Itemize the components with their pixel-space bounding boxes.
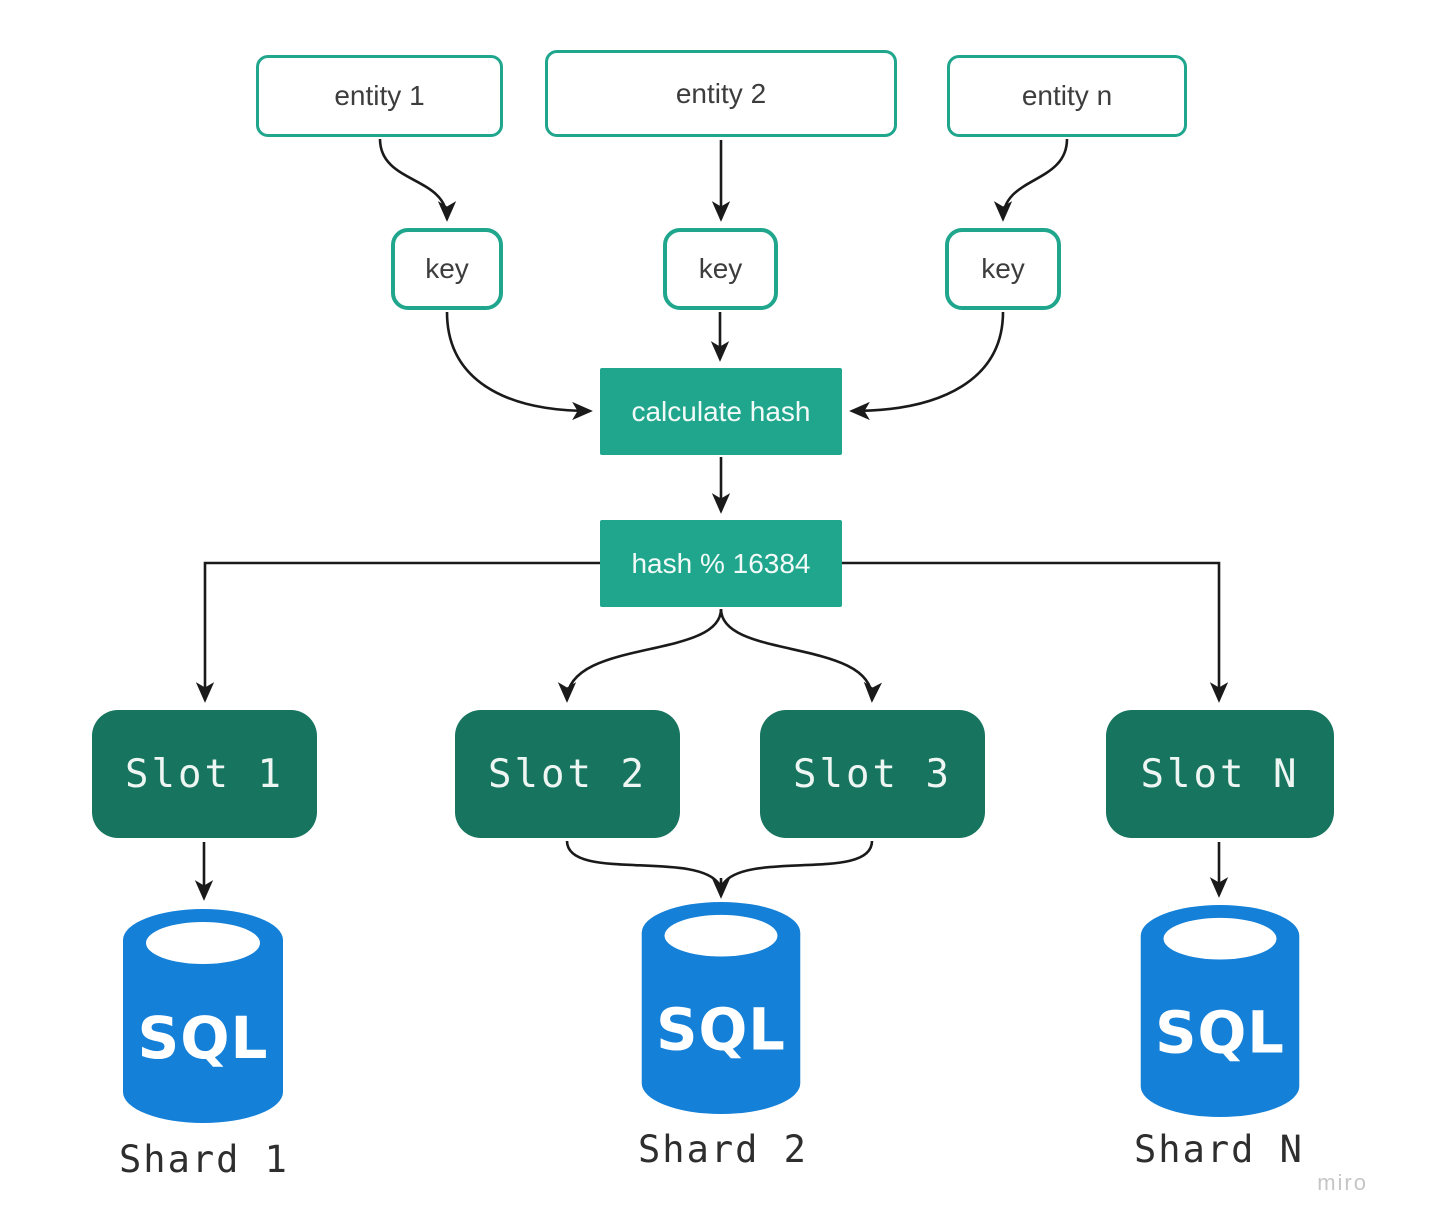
miro-watermark: miro — [1317, 1170, 1368, 1195]
key-2-node: key — [663, 228, 778, 310]
entity-2-label: entity 2 — [675, 77, 767, 109]
key-3-label: key — [981, 253, 1025, 284]
cylinder-opening — [664, 914, 778, 957]
key-1-node: key — [391, 228, 503, 310]
arrow-key1-to-calculate-hash — [445, 311, 593, 421]
entity-1-label: entity 1 — [334, 80, 425, 111]
slot-1-label: Slot 1 — [125, 751, 284, 797]
slot-3-label: Slot 3 — [793, 751, 952, 797]
arrow-modulo-to-slot1 — [195, 561, 600, 703]
cylinder-opening — [1163, 917, 1277, 960]
cylinder-body — [123, 909, 283, 1123]
sql-logo-text: SQL — [137, 1004, 268, 1072]
key-3-node: key — [945, 228, 1061, 310]
entity-n-node: entity n — [947, 55, 1187, 137]
curve-slot3-merge — [721, 840, 874, 885]
shard-n-caption: Shard N — [1134, 1128, 1304, 1171]
shard-2-caption: Shard 2 — [638, 1128, 808, 1171]
arrow-modulo-to-slotN — [842, 561, 1229, 703]
calculate-hash-node: calculate hash — [600, 368, 842, 455]
slot-1-node: Slot 1 — [92, 710, 317, 838]
slot-n-node: Slot N — [1106, 710, 1334, 838]
arrow-entityn-to-key3 — [993, 138, 1069, 222]
arrow-entity1-to-key1 — [378, 138, 457, 222]
cylinder-body — [641, 901, 801, 1115]
slot-2-node: Slot 2 — [455, 710, 680, 838]
key-1-label: key — [425, 253, 469, 284]
hash-modulo-node: hash % 16384 — [600, 520, 842, 607]
sql-database-icon-shard1: SQL — [123, 909, 283, 1123]
sql-database-icon-shardN: SQL — [1140, 904, 1300, 1118]
slot-n-label: Slot N — [1140, 751, 1300, 797]
entity-1-node: entity 1 — [256, 55, 503, 137]
cylinder-opening — [146, 922, 260, 964]
arrow-modulo-to-slot3 — [719, 608, 882, 703]
shard-1-caption: Shard 1 — [119, 1138, 289, 1181]
sql-database-icon-shard2: SQL — [641, 901, 801, 1115]
slot-2-label: Slot 2 — [488, 751, 647, 797]
hash-modulo-label: hash % 16384 — [631, 547, 811, 579]
key-2-label: key — [698, 253, 743, 284]
curve-slot2-merge — [565, 840, 721, 885]
calculate-hash-label: calculate hash — [631, 395, 811, 427]
sql-logo-text: SQL — [1155, 1000, 1285, 1067]
entity-n-label: entity n — [1021, 80, 1113, 111]
entity-2-node: entity 2 — [545, 50, 897, 137]
arrow-key3-to-calculate-hash — [849, 311, 1005, 421]
sql-logo-text: SQL — [656, 997, 786, 1064]
cylinder-body — [1140, 904, 1300, 1118]
slot-3-node: Slot 3 — [760, 710, 985, 838]
arrow-modulo-to-slot2 — [557, 608, 723, 703]
